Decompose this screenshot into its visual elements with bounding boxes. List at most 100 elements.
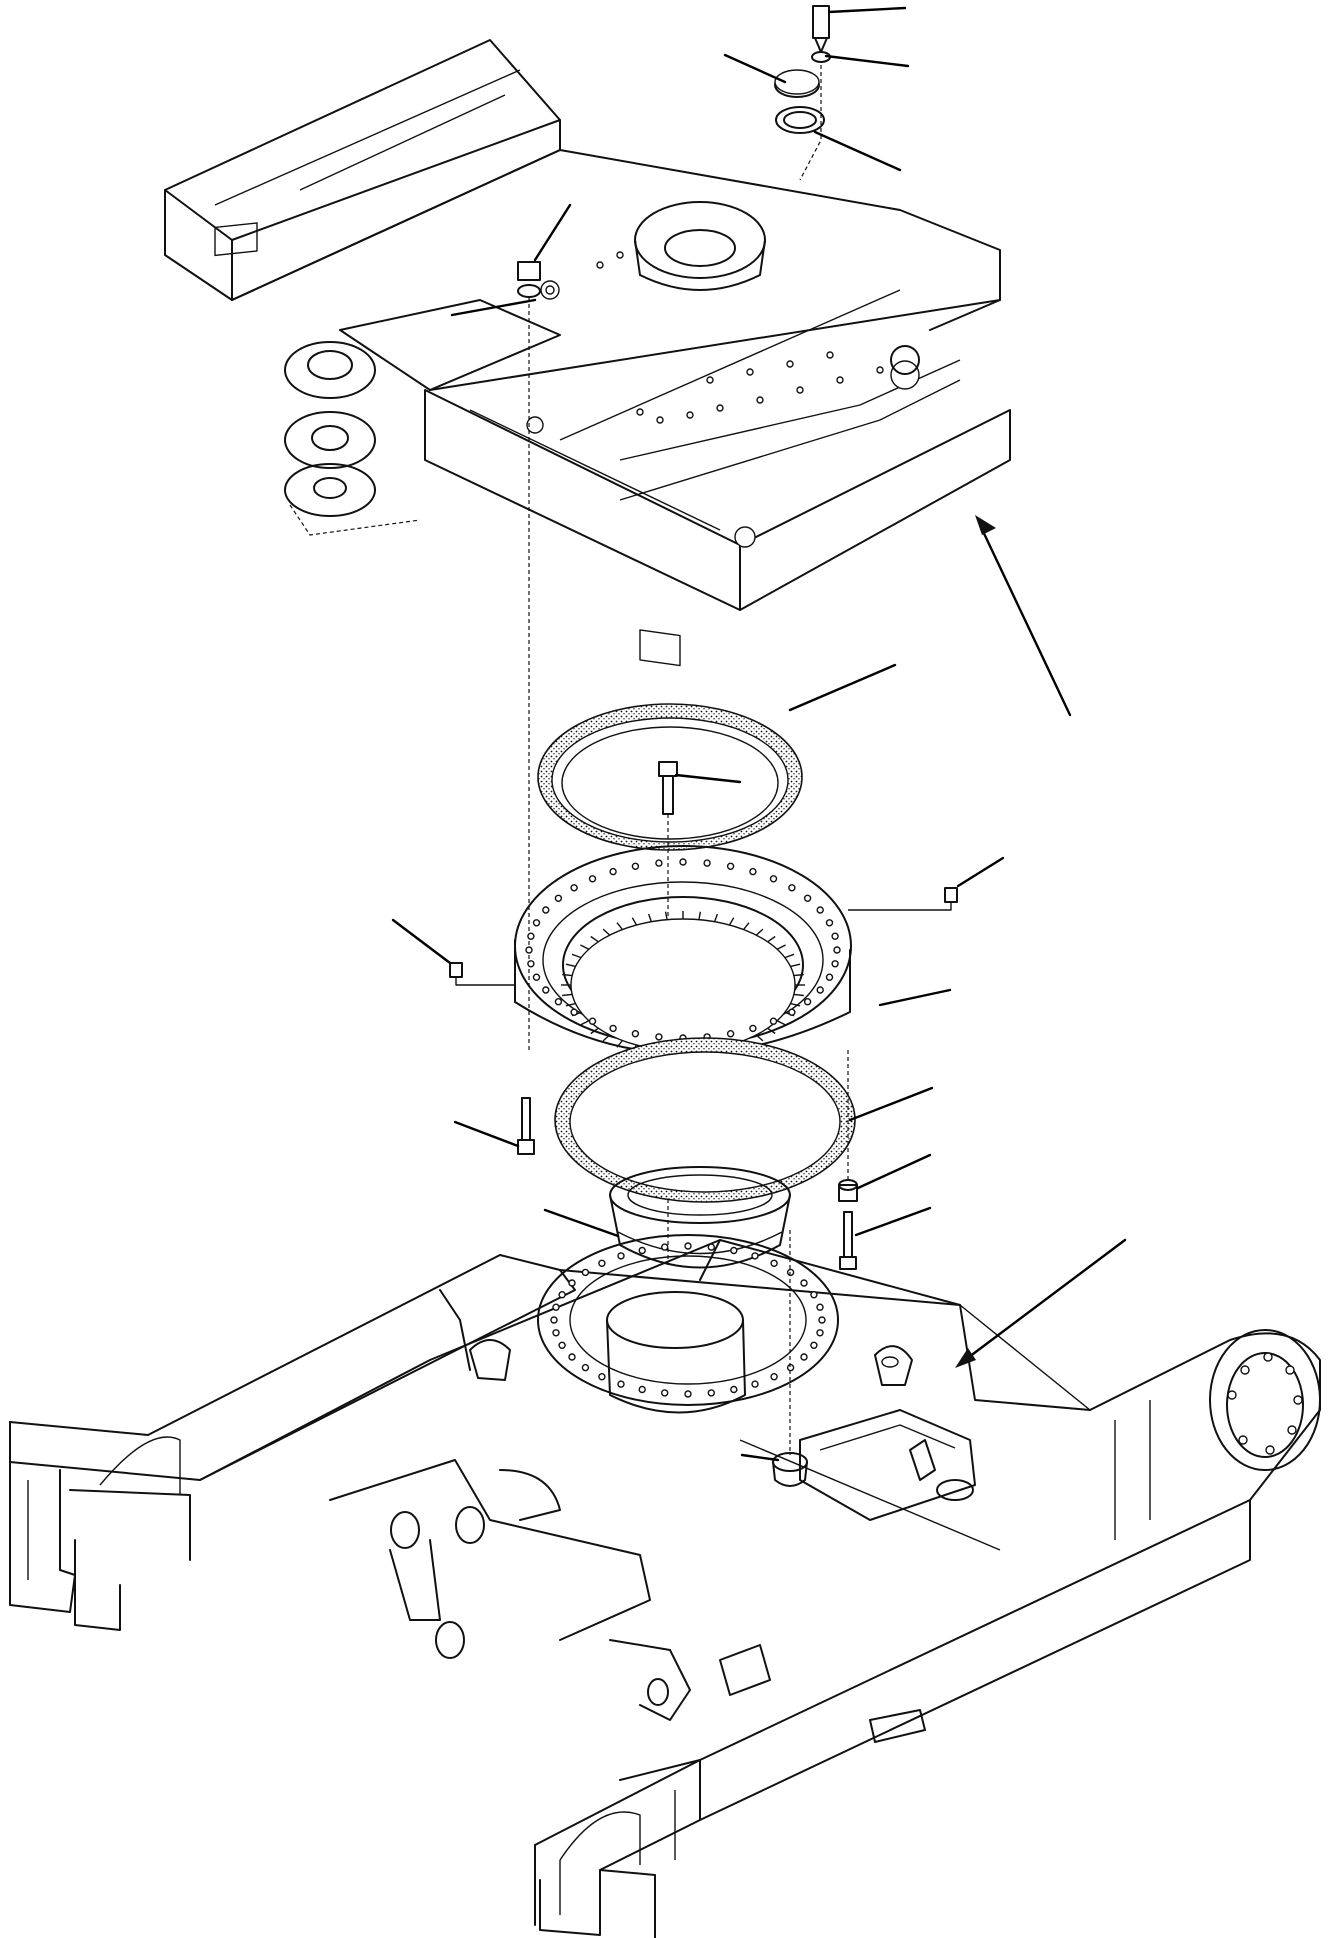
arrow-lower-frame [955, 1238, 1127, 1368]
bolt-hole [588, 875, 597, 883]
bolt-hole [558, 1341, 566, 1350]
gear-tooth [616, 1040, 623, 1048]
gear-tooth [793, 993, 804, 997]
bolt-hole [552, 1329, 560, 1337]
gear-tooth [565, 1002, 576, 1007]
swing-circle-bearing [514, 845, 852, 1059]
gear-tooth [776, 1020, 786, 1026]
bolt-hole [527, 932, 535, 940]
bolt-hole [554, 998, 563, 1006]
bolt-hole [661, 1389, 669, 1397]
bolt-hole [803, 894, 812, 902]
gear-tooth [713, 913, 719, 922]
bolt-hole [525, 946, 533, 954]
bolt-hole [825, 973, 834, 981]
bolt-hole [816, 1329, 824, 1337]
mounting-bolts [453, 1050, 932, 1270]
bolt-hole [684, 1390, 692, 1398]
bolt-hole [554, 894, 563, 902]
track-frame-lower [9, 1230, 1321, 1938]
bolt-hole [730, 1246, 738, 1255]
bolt-hole [655, 859, 663, 867]
bolt-hole [800, 1353, 808, 1361]
upper-revolving-frame [164, 39, 1011, 667]
gear-tooth [562, 973, 573, 977]
bolt-hole [532, 919, 541, 927]
bolt-hole [751, 1252, 759, 1260]
bolt-hole [552, 1303, 560, 1311]
bolt-hole [570, 1008, 578, 1016]
gear-tooth [580, 944, 590, 950]
bolt-hole [803, 998, 812, 1006]
bolt-hole [568, 1279, 576, 1287]
bolt-hole [631, 1029, 640, 1038]
bolt-hole [638, 1385, 646, 1394]
gear-tooth [580, 1020, 590, 1026]
bolt-hole [570, 884, 578, 892]
gear-tooth [743, 922, 750, 930]
bolt-hole [542, 906, 550, 914]
bolt-hole [617, 1252, 625, 1260]
gear-tooth [602, 1034, 611, 1042]
bolt-hole [788, 884, 796, 892]
bolt-hole [703, 859, 711, 867]
bolt-hole [609, 1024, 617, 1033]
gear-tooth [590, 935, 599, 943]
gear-tooth [616, 922, 623, 930]
bolt-hole [707, 1243, 715, 1251]
gear-tooth [784, 953, 795, 959]
bolt-hole [532, 973, 541, 981]
bolt-hole [598, 1372, 606, 1381]
hex-nut-upper [517, 261, 541, 1050]
bolt-hole [831, 932, 839, 940]
gear-tooth [767, 935, 776, 943]
bolt-hole [749, 867, 757, 876]
bolt-hole [638, 1246, 646, 1255]
gear-tooth [755, 1034, 764, 1042]
bolt-hole [617, 1380, 625, 1388]
bolt-hole [568, 1353, 576, 1361]
bolt-hole [730, 1385, 738, 1394]
leader-lower-seal [848, 1086, 934, 1122]
bolt-hole [726, 1029, 735, 1038]
bolt-hole [770, 1372, 778, 1381]
gear-tooth [698, 911, 702, 920]
bolt-hole [816, 1303, 824, 1311]
cover-plate-and-gasket [774, 5, 831, 181]
gear-tooth [562, 993, 573, 997]
bolt-hole [825, 919, 834, 927]
leader-swivel [543, 1208, 620, 1238]
leader-bearing [878, 988, 952, 1007]
bolt-hole [810, 1290, 818, 1299]
arrow-upper-frame [975, 515, 1072, 717]
bolt-hole [581, 1363, 590, 1372]
lower-seal-ring [554, 1037, 856, 1203]
bolt-hole [661, 1243, 669, 1251]
bolt-hole [818, 1316, 826, 1324]
gear-tooth [790, 963, 801, 968]
gear-tooth [776, 944, 786, 950]
bolt-hole [810, 1341, 818, 1350]
bolt-hole [816, 906, 824, 914]
bolt-hole [679, 858, 687, 866]
gear-tooth [631, 917, 638, 926]
bolt-hole [800, 1279, 808, 1287]
grease-nipples [391, 856, 1005, 986]
bolt-hole [726, 862, 735, 870]
bolt-hole [751, 1380, 759, 1388]
bolt-hole [831, 960, 839, 968]
bolt-hole [631, 862, 640, 870]
gear-tooth [565, 963, 576, 968]
bolt-hole [588, 1017, 597, 1025]
bolt-hole [598, 1259, 606, 1268]
gear-tooth [571, 953, 582, 959]
bolt-hole [527, 960, 535, 968]
bolt-hole [609, 867, 617, 876]
gear-tooth [790, 1002, 801, 1007]
gear-tooth [590, 1027, 599, 1035]
bolt-hole [558, 1290, 566, 1299]
bolt-hole [788, 1008, 796, 1016]
bolt-hole [770, 1259, 778, 1268]
